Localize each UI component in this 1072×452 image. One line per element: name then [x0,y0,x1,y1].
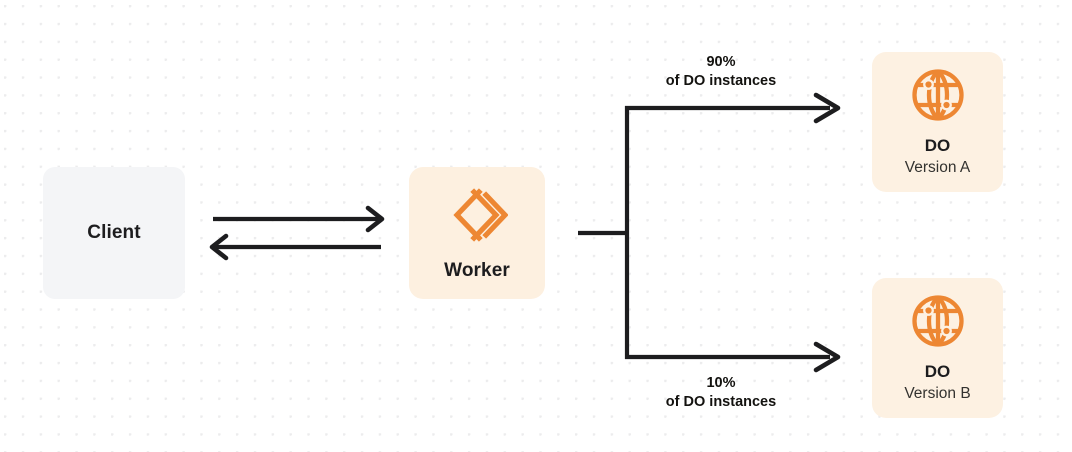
globe-icon [910,67,966,123]
edge-label-do-a-percent: 90% [706,54,736,70]
node-do-a-version: Version A [904,159,971,177]
node-do-b-version: Version B [904,385,971,403]
node-do-b-label: DO [924,362,951,382]
edge-label-do-b-caption: of DO instances [665,394,777,411]
node-client-label: Client [87,222,141,244]
edge-label-do-b-percent: 10% [706,375,736,391]
globe-icon [910,293,966,349]
edge-label-do-a-caption: of DO instances [665,73,777,90]
node-do-a-label: DO [924,136,951,156]
cloudflare-workers-icon [446,184,509,246]
node-do-version-b[interactable]: DO Version B [872,278,1003,418]
edge-worker-to-do-b [625,341,841,373]
edge-worker-split-bracket [578,106,630,359]
node-do-version-a[interactable]: DO Version A [872,52,1003,192]
edge-label-do-b: 10% of DO instances [666,374,776,412]
edge-worker-to-do-a [625,92,841,124]
node-worker-label: Worker [444,260,510,282]
edge-label-do-a: 90% of DO instances [666,53,776,91]
edge-client-to-worker [213,205,385,233]
edge-worker-to-client [209,233,381,261]
node-worker[interactable]: Worker [409,167,545,299]
node-client[interactable]: Client [43,167,185,299]
